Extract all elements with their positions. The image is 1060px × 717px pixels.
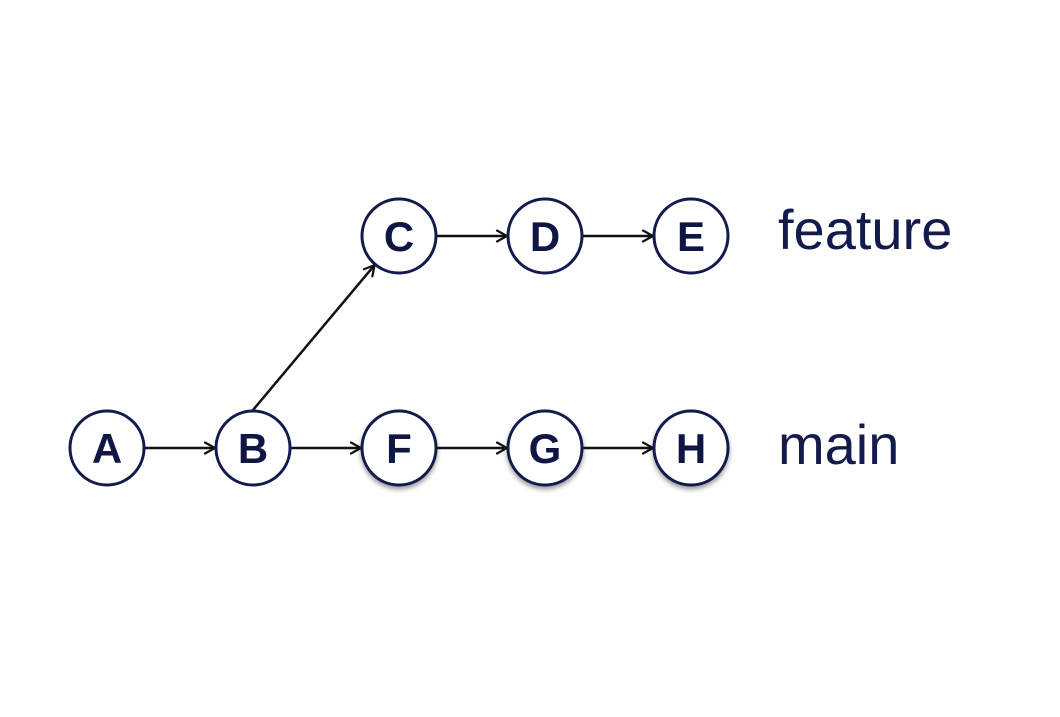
commit-label-G: G (529, 425, 562, 472)
commit-circle-D (506, 197, 584, 275)
branch-label-feature: feature (778, 198, 953, 261)
commit-label-A: A (92, 425, 122, 472)
commit-label-E: E (677, 213, 705, 260)
commit-circle-C (360, 197, 438, 275)
commit-node-F: F (360, 409, 438, 487)
commit-circle-F (360, 409, 438, 487)
commit-label-B: B (238, 425, 268, 472)
commit-circle-E (652, 197, 730, 275)
commit-node-E: E (652, 197, 730, 275)
commit-circle-A (68, 409, 146, 487)
commit-label-F: F (386, 425, 412, 472)
commit-label-D: D (530, 213, 560, 260)
commit-node-H: H (652, 409, 730, 487)
commit-circle-H (652, 409, 730, 487)
commit-node-C: C (360, 197, 438, 275)
commit-node-G: G (506, 409, 584, 487)
commit-node-A: A (68, 409, 146, 487)
commit-label-H: H (676, 425, 706, 472)
commit-circle-B (214, 409, 292, 487)
branch-label-main: main (778, 413, 900, 476)
edge-B-C (252, 265, 375, 411)
commit-label-C: C (384, 213, 414, 260)
commit-node-B: B (214, 409, 292, 487)
commit-node-D: D (506, 197, 584, 275)
commit-circle-G (506, 409, 584, 487)
